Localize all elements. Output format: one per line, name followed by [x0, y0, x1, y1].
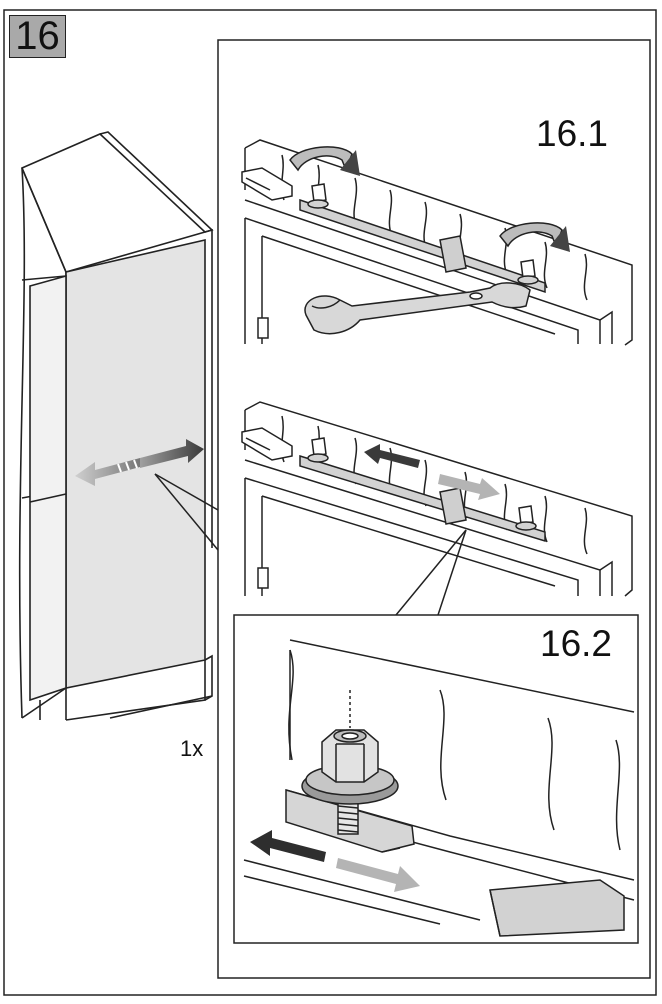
callout-connector	[154, 473, 219, 551]
substep-16-2-label: 16.2	[540, 623, 613, 664]
alignment-view-illustration	[241, 401, 633, 616]
door-slide-arrow	[75, 439, 204, 486]
quantity-label: 1x	[180, 736, 204, 761]
fridge-overview-illustration	[18, 131, 214, 721]
substep-16-1-illustration	[241, 139, 633, 346]
substep-16-1-label: 16.1	[536, 113, 609, 154]
bracket-slide-arrows	[250, 830, 420, 892]
page-frame	[3, 9, 657, 996]
alignment-arrows	[364, 444, 500, 500]
substep-16-2-illustration	[243, 639, 635, 937]
step-number-badge: 16	[9, 15, 66, 58]
